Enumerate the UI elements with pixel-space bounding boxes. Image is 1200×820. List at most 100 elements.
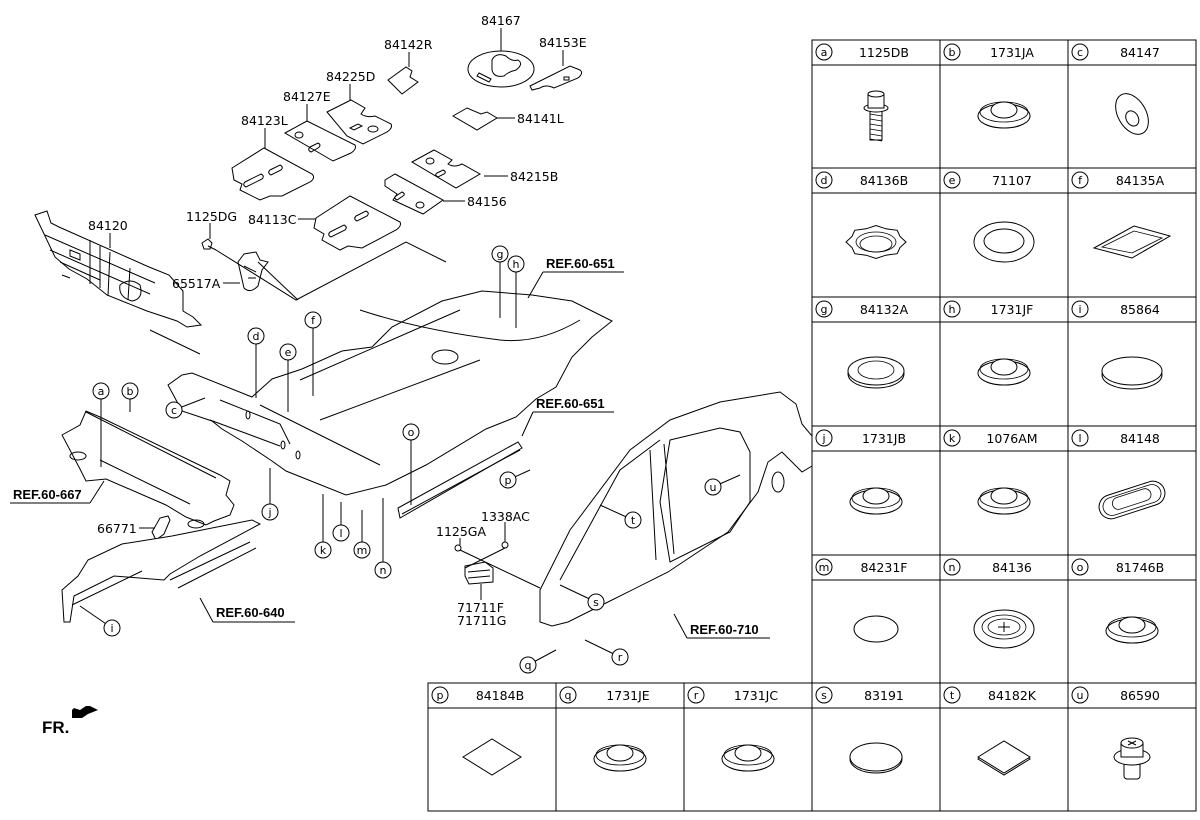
marker-i[interactable]: i [103, 619, 121, 637]
part-84123L[interactable]: 84123L [231, 113, 315, 201]
callout-65517A: 65517A [172, 276, 221, 291]
marker-q[interactable]: q [519, 656, 537, 674]
callout-84156: 84156 [467, 194, 507, 209]
marker-c[interactable]: c [165, 401, 183, 419]
marker-t[interactable]: t [624, 511, 642, 529]
flange-bolt-icon [863, 90, 889, 142]
marker-letter: s [593, 596, 599, 609]
marker-g[interactable]: g [491, 245, 509, 263]
side-sill-inner[interactable] [397, 441, 523, 519]
part-84113C[interactable]: 84113C [248, 195, 401, 251]
marker-b[interactable]: b [121, 382, 139, 400]
ref-60-651-top[interactable]: REF.60-651 [527, 256, 624, 299]
marker-h[interactable]: h [507, 255, 525, 273]
marker-s[interactable]: s [587, 593, 605, 611]
part-84225D[interactable]: 84225D [326, 69, 392, 145]
part-65517A-bracket[interactable]: 65517A [172, 251, 269, 292]
marker-e[interactable]: e [279, 343, 297, 361]
front-arrow-icon [72, 706, 98, 718]
legend-part-code: 86590 [1120, 688, 1160, 703]
marker-d[interactable]: d [247, 327, 265, 345]
marker-o[interactable]: o [402, 423, 420, 441]
ref-60-640[interactable]: REF.60-640 [199, 597, 295, 623]
part-71711-bracket[interactable]: 71711F 71711G [457, 561, 506, 628]
legend-part-code: 81746B [1116, 560, 1164, 575]
ref-60-710[interactable]: REF.60-710 [673, 613, 770, 639]
marker-l[interactable]: l [332, 524, 350, 542]
marker-p[interactable]: p [499, 471, 517, 489]
legend-letter-badge: o [1071, 558, 1089, 576]
part-66771-bracket[interactable]: 66771 [97, 515, 171, 541]
marker-letter: m [357, 544, 368, 557]
marker-letter: q [525, 659, 532, 672]
square-sheet-icon [977, 740, 1031, 776]
part-1338AC-nut[interactable]: 1338AC [481, 509, 530, 549]
marker-j[interactable]: j [261, 503, 279, 521]
part-84142R[interactable]: 84142R [384, 37, 433, 95]
callout-84167: 84167 [481, 13, 521, 28]
marker-letter: h [513, 258, 520, 271]
ref-label: REF.60-710 [690, 622, 759, 637]
marker-n[interactable]: n [374, 561, 392, 579]
legend-letter-badge: l [1071, 429, 1089, 447]
part-84127E[interactable]: 84127E [283, 89, 356, 162]
cowl-panel[interactable] [61, 410, 235, 529]
callout-84113C: 84113C [248, 212, 297, 227]
part-84153E[interactable]: 84153E [529, 35, 587, 91]
callout-84142R: 84142R [384, 37, 433, 52]
legend-letter: f [1078, 174, 1083, 187]
marker-u[interactable]: u [704, 478, 722, 496]
marker-a[interactable]: a [92, 382, 110, 400]
legend-letter-badge: p [431, 686, 449, 704]
part-84141L[interactable]: 84141L [452, 107, 564, 131]
floor-panel[interactable] [167, 290, 613, 496]
part-84167[interactable]: 84167 [467, 13, 535, 88]
round-plug-icon [977, 101, 1031, 129]
ref-60-667[interactable]: REF.60-667 [10, 480, 105, 504]
ref-label: REF.60-640 [216, 605, 285, 620]
marker-m[interactable]: m [353, 541, 371, 559]
marker-k[interactable]: k [314, 541, 332, 559]
legend-letter-badge: f [1071, 171, 1089, 189]
ref-label: REF.60-651 [536, 396, 605, 411]
callout-1125DG: 1125DG [186, 209, 237, 224]
marker-letter: f [311, 314, 316, 327]
front-floor-member[interactable] [61, 519, 262, 623]
part-1125DG-bolt[interactable]: 1125DG [186, 209, 237, 251]
marker-letter: p [505, 474, 512, 487]
marker-f[interactable]: f [304, 311, 322, 329]
side-body-outer[interactable] [539, 391, 813, 627]
part-1125GA-bolt[interactable]: 1125GA [436, 524, 486, 552]
legend-cell-o[interactable]: o 81746B [1071, 558, 1164, 644]
oval-ring-icon [849, 742, 903, 774]
ref-60-651-mid[interactable]: REF.60-651 [521, 396, 614, 437]
marker-r[interactable]: r [611, 648, 629, 666]
legend-part-code: 1731JB [862, 431, 906, 446]
marker-letter: j [267, 506, 271, 519]
part-84156[interactable]: 84156 [384, 173, 507, 215]
legend-letter-badge: a [815, 43, 833, 61]
part-84120-dash-panel[interactable]: 84120 [34, 210, 203, 355]
part-84215B[interactable]: 84215B [410, 149, 558, 189]
